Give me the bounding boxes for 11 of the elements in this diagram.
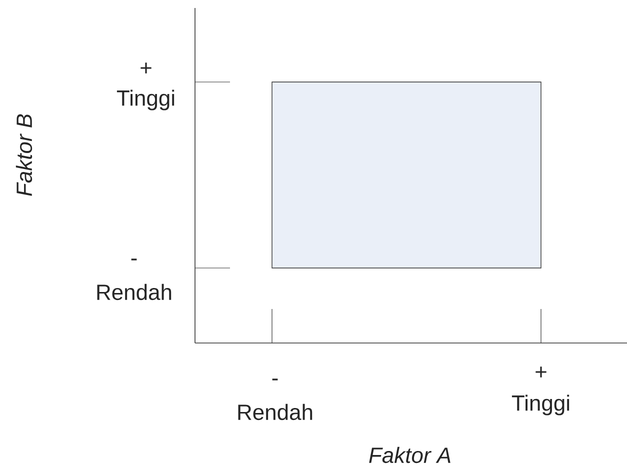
tick-label: Tinggi — [116, 90, 174, 110]
tick-label: - — [131, 258, 137, 260]
tick-label: Rendah — [238, 404, 312, 420]
tick-label: - — [272, 378, 278, 380]
tick-label: Tinggi — [512, 394, 570, 416]
axis-title: Faktor A — [369, 446, 450, 464]
tick-label: + — [536, 366, 546, 378]
axis-title: Faktor B — [16, 114, 32, 196]
region-box — [272, 82, 542, 268]
tick-label: + — [140, 62, 152, 74]
tick-label: Rendah — [97, 284, 172, 300]
